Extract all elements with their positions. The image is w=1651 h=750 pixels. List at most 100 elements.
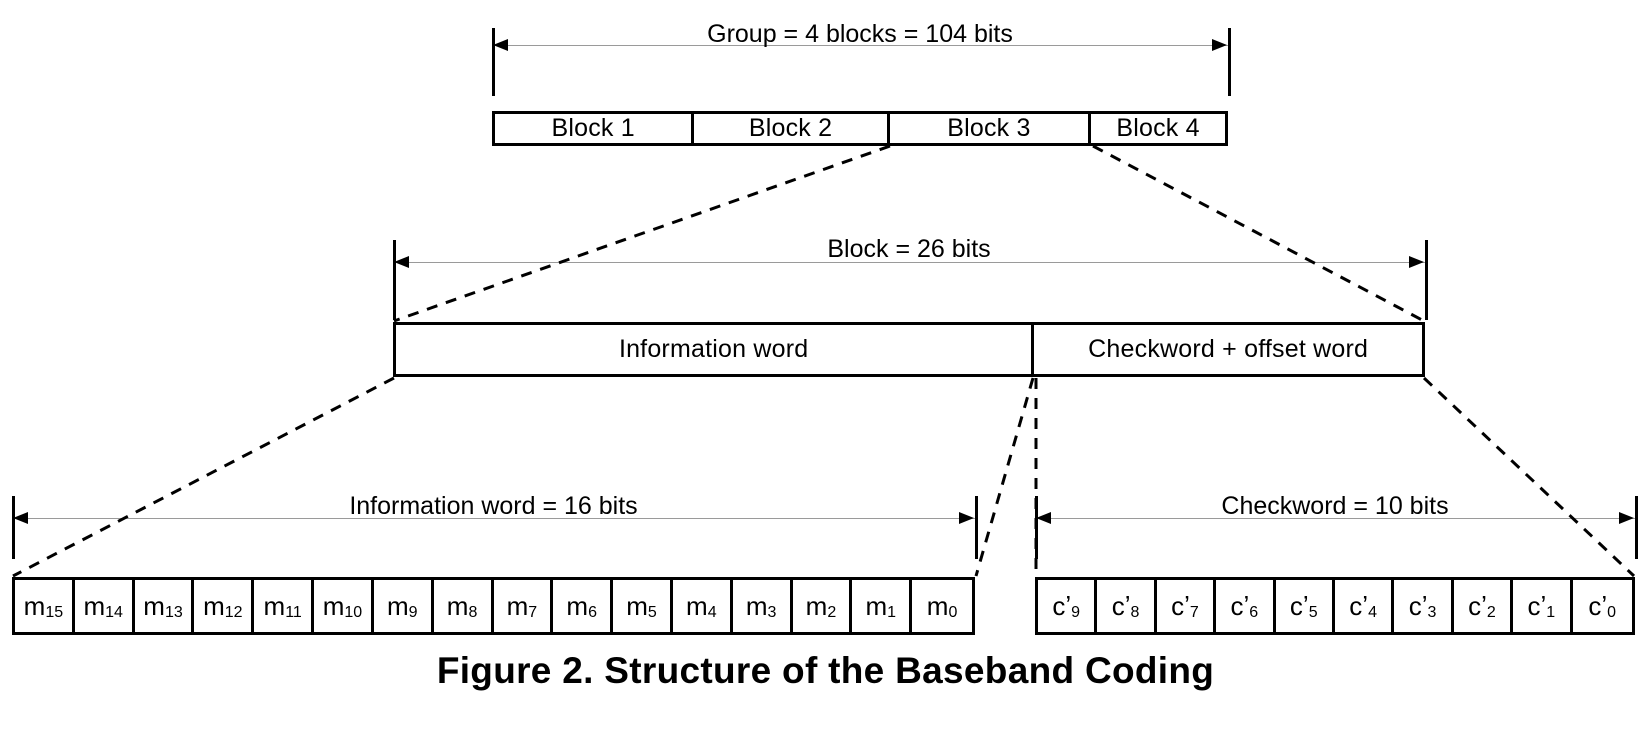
group-blocks-row: Block 1 Block 2 Block 3 Block 4 (492, 111, 1228, 146)
information-bit-base: m (263, 590, 286, 621)
checkword-bit-subscript: 8 (1130, 604, 1140, 621)
checkword-bit-cell[interactable]: c’1 (1513, 580, 1573, 632)
information-bit-base: m (926, 590, 949, 621)
information-bit-subscript: 14 (105, 604, 123, 621)
checkword-bit-prime: ’ (1184, 589, 1190, 620)
checkword-bit-prime: ’ (1421, 589, 1428, 620)
checkword-bit-prime: ’ (1601, 589, 1608, 620)
checkword-bit-prime: ’ (1243, 589, 1250, 620)
checkword-bit-prime: ’ (1124, 589, 1131, 620)
checkword-bit-subscript: 7 (1189, 604, 1199, 621)
block-dimension-label: Block = 26 bits (827, 235, 991, 263)
checkword-bit-subscript: 9 (1071, 604, 1081, 621)
checkword-bit-prime: ’ (1481, 589, 1487, 620)
information-bit-base: m (386, 590, 409, 621)
connector-block3-to-block-left (393, 144, 891, 323)
information-bit-base: m (203, 590, 225, 621)
checkword-bit-base: c (1289, 590, 1303, 621)
information-bit-subscript: 8 (468, 604, 478, 621)
information-bit-subscript: 11 (285, 604, 302, 621)
dimension-arrow-right (959, 512, 974, 524)
checkword-bit-subscript: 2 (1486, 604, 1496, 621)
dimension-arrow-left (493, 39, 508, 51)
information-bit-subscript: 10 (344, 604, 363, 621)
information-bit-subscript: 13 (164, 604, 183, 621)
field-cell-checkword-offset-word-label: Checkword + offset word (1088, 335, 1369, 363)
block-cell-1[interactable]: Block 1 (495, 114, 695, 143)
dimension-tick-right (1425, 240, 1428, 320)
connector-checkword-to-bits-right (1422, 376, 1636, 578)
connector-block3-to-block-right (1092, 144, 1425, 323)
dimension-tick-left (492, 28, 495, 96)
checkword-bit-subscript: 6 (1249, 604, 1259, 621)
checkword-bit-base: c (1588, 590, 1602, 621)
checkword-bit-base: c (1527, 590, 1541, 621)
dimension-tick-right (975, 496, 978, 559)
information-bit-base: m (23, 590, 46, 621)
field-cell-information-word[interactable]: Information word (396, 325, 1035, 374)
block-cell-4[interactable]: Block 4 (1091, 114, 1225, 143)
field-cell-checkword-offset-word[interactable]: Checkword + offset word (1034, 325, 1422, 374)
information-bit-subscript: 6 (588, 604, 597, 621)
field-cell-information-word-label: Information word (618, 335, 809, 363)
checkword-bit-cell[interactable]: c’5 (1275, 580, 1335, 632)
checkword-bit-cell[interactable]: c’9 (1038, 580, 1098, 632)
information-bit-base: m (865, 590, 888, 621)
checkword-bit-cell[interactable]: c’8 (1097, 580, 1157, 632)
block-cell-3[interactable]: Block 3 (889, 114, 1092, 143)
block-cell-3-label: Block 3 (947, 114, 1031, 142)
information-bit-base: m (446, 590, 469, 621)
checkword-bit-subscript: 0 (1607, 604, 1617, 621)
checkword-bit-subscript: 3 (1427, 604, 1437, 621)
checkword-bit-cell[interactable]: c’3 (1394, 580, 1454, 632)
information-bit-base: m (745, 590, 768, 621)
block-fields-row: Information word Checkword + offset word (393, 322, 1425, 377)
checkword-bit-cell[interactable]: c’2 (1453, 580, 1514, 632)
information-bit-subscript: 1 (887, 604, 897, 621)
checkword-bit-cell[interactable]: c’7 (1156, 580, 1217, 632)
information-bit-subscript: 2 (827, 604, 837, 621)
information-bit-subscript: 15 (45, 604, 64, 621)
connector-infoword-to-bits-left (12, 376, 395, 578)
checkword-bit-cell[interactable]: c’4 (1334, 580, 1395, 632)
checkword-bit-cell[interactable]: c’6 (1216, 580, 1276, 632)
checkword-bit-cell[interactable]: c’0 (1572, 580, 1632, 632)
block-cell-1-label: Block 1 (551, 114, 635, 142)
information-bit-base: m (805, 590, 828, 621)
information-bit-base: m (506, 590, 529, 621)
dimension-rule (12, 518, 975, 519)
dimension-rule (393, 262, 1425, 263)
checkword-bit-base: c (1468, 590, 1482, 621)
figure-caption: Figure 2. Structure of the Baseband Codi… (436, 650, 1215, 691)
checkword-bit-base: c (1408, 590, 1422, 621)
block-cell-4-label: Block 4 (1116, 114, 1200, 142)
dimension-arrow-left (1036, 512, 1051, 524)
information-bit-base: m (83, 590, 106, 621)
checkword-bit-subscript: 5 (1308, 604, 1318, 621)
information-bit-base: m (566, 590, 589, 621)
checkword-dimension-label: Checkword = 10 bits (1221, 492, 1449, 520)
checkword-bit-base: c (1052, 590, 1066, 621)
block-cell-2[interactable]: Block 2 (694, 114, 890, 143)
checkword-bit-subscript: 1 (1546, 604, 1556, 621)
dimension-rule (492, 45, 1228, 46)
checkword-bit-base: c (1111, 590, 1125, 621)
group-dimension-label: Group = 4 blocks = 104 bits (707, 20, 1013, 48)
